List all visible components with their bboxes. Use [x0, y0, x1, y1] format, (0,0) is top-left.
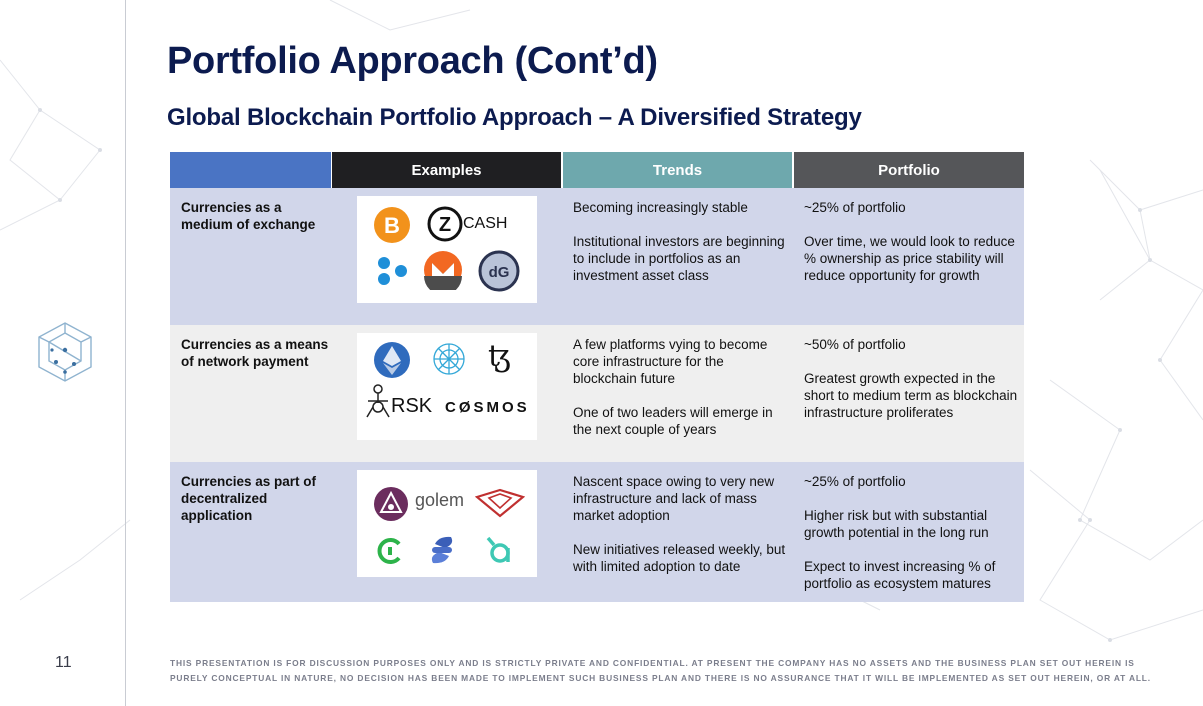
trend-line: Institutional investors are beginning to…	[573, 234, 785, 283]
qtum-logo-icon	[433, 343, 465, 375]
examples-logos: ꜩ RSK CØSMOS	[357, 333, 537, 440]
table-row: Currencies as a medium of exchange B Z C…	[170, 188, 1024, 325]
digitalgold-logo-icon: dG	[478, 250, 520, 292]
cube-logo-icon	[38, 322, 92, 382]
rsk-text: RSK	[391, 395, 433, 417]
header-trends: Trends	[563, 152, 792, 188]
stellar-logo-icon	[431, 536, 453, 564]
trend-line: Nascent space owing to very new infrastr…	[573, 474, 775, 523]
svg-text:dG: dG	[489, 264, 510, 281]
header-examples: Examples	[332, 152, 561, 188]
page-subtitle: Global Blockchain Portfolio Approach – A…	[167, 104, 862, 131]
trends-text: Nascent space owing to very new infrastr…	[573, 473, 787, 575]
trend-line: A few platforms vying to become core inf…	[573, 337, 768, 386]
portfolio-line: Greatest growth expected in the short to…	[804, 371, 1018, 420]
portfolio-line: Over time, we would look to reduce % own…	[804, 234, 1015, 283]
page-title: Portfolio Approach (Cont’d)	[167, 40, 658, 82]
rsk-logo-icon	[366, 384, 390, 418]
eye-logo-icon	[475, 488, 525, 518]
portfolio-text: ~25% of portfolio Over time, we would lo…	[804, 199, 1018, 284]
header-corner	[170, 152, 331, 188]
table-row: Currencies as a means of network payment…	[170, 325, 1024, 462]
portfolio-line: Higher risk but with substantial growth …	[804, 508, 989, 540]
monero-logo-icon	[424, 251, 462, 290]
bitcoin-logo-icon: B	[374, 207, 410, 243]
header-portfolio: Portfolio	[794, 152, 1024, 188]
augur-logo-icon	[374, 487, 408, 521]
svg-text:Z: Z	[439, 214, 451, 236]
portfolio-line: Expect to invest increasing % of portfol…	[804, 559, 996, 591]
examples-logos: B Z CASH dG	[357, 196, 537, 303]
ripple-logo-icon	[378, 257, 407, 285]
golem-text: golem	[415, 490, 465, 510]
svg-text:B: B	[384, 213, 400, 238]
portfolio-table: Examples Trends Portfolio Currencies as …	[170, 152, 1024, 602]
portfolio-line: ~50% of portfolio	[804, 337, 906, 352]
trends-text: A few platforms vying to become core inf…	[573, 336, 787, 438]
trend-line: New initiatives released weekly, but wit…	[573, 542, 786, 574]
cosmos-text: CØSMOS	[445, 399, 530, 416]
trends-text: Becoming increasingly stable Institution…	[573, 199, 787, 284]
row-label: Currencies as part of decentralized appl…	[181, 474, 317, 523]
trend-line: Becoming increasingly stable	[573, 200, 748, 215]
disclaimer-text: THIS PRESENTATION IS FOR DISCUSSION PURP…	[170, 658, 1151, 683]
portfolio-line: ~25% of portfolio	[804, 474, 906, 489]
ethereum-logo-icon	[374, 342, 410, 378]
tezos-icon: ꜩ	[488, 339, 511, 374]
zcash-logo-icon: Z	[427, 206, 463, 242]
table-row: Currencies as part of decentralized appl…	[170, 462, 1024, 602]
left-divider	[125, 0, 126, 706]
trend-line: One of two leaders will emerge in the ne…	[573, 405, 773, 437]
examples-logos: golem	[357, 470, 537, 577]
aragon-logo-icon	[486, 536, 510, 563]
civic-logo-icon	[377, 538, 401, 564]
portfolio-text: ~50% of portfolio Greatest growth expect…	[804, 336, 1018, 421]
portfolio-line: ~25% of portfolio	[804, 200, 906, 215]
row-label: Currencies as a means of network payment	[181, 337, 329, 369]
portfolio-text: ~25% of portfolio Higher risk but with s…	[804, 473, 1018, 592]
zcash-text: CASH	[463, 215, 508, 232]
page-number: 11	[55, 654, 72, 671]
row-label: Currencies as a medium of exchange	[181, 200, 316, 232]
